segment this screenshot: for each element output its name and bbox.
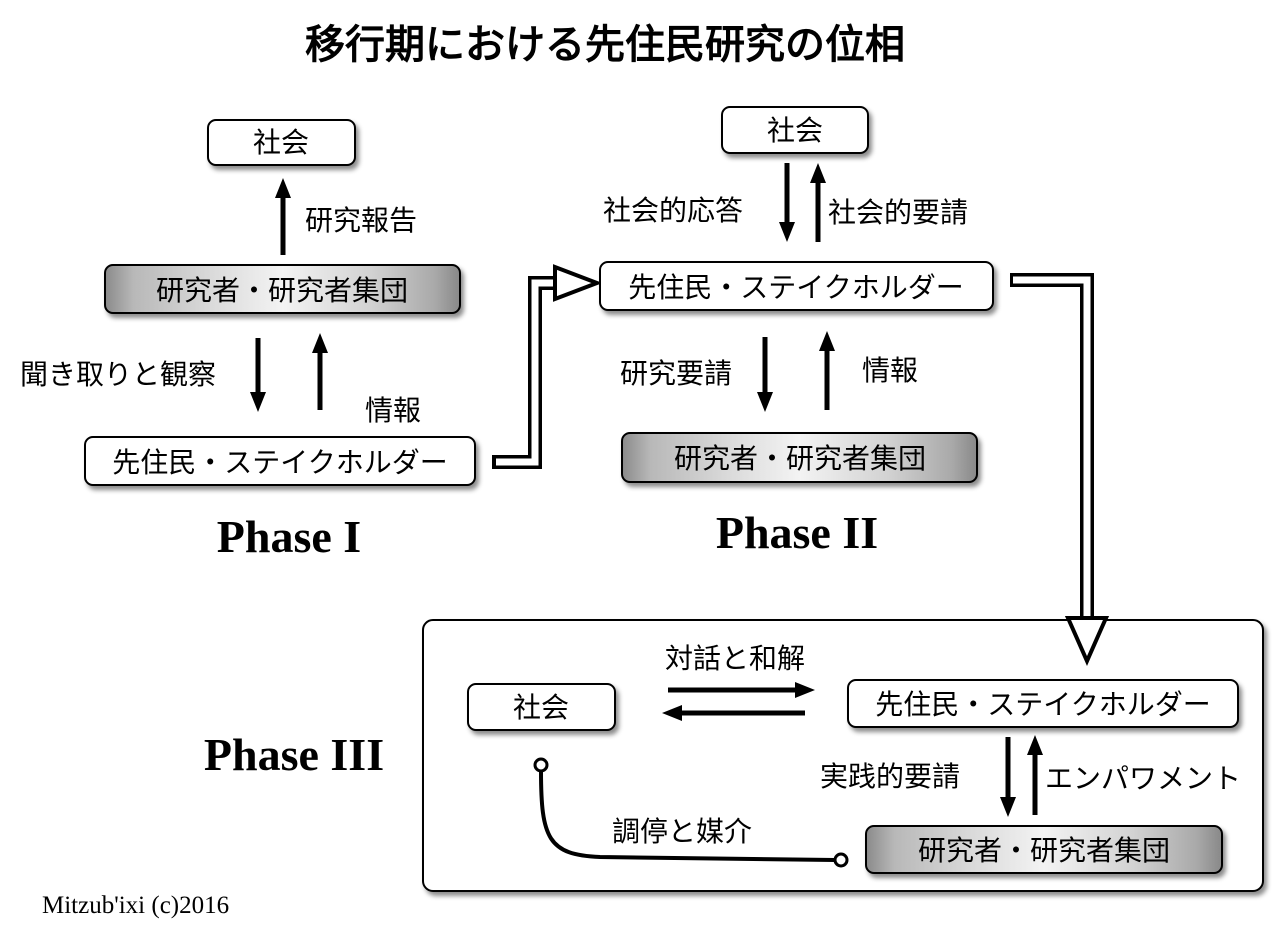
phase3-mediation-label: 調停と媒介 <box>612 815 752 848</box>
phase3-researchers-box <box>865 825 1223 874</box>
phase1-title: Phase I <box>217 511 361 562</box>
phase3-mediation-connector <box>539 770 836 862</box>
phase1-info-label: 情報 <box>365 394 421 427</box>
phase2-stakeholders-box <box>599 261 994 311</box>
phase1-society-label: 社会 <box>253 126 309 159</box>
transition-arrow-2-3 <box>1010 273 1110 666</box>
credit-text: Mitzub'ixi (c)2016 <box>42 892 229 919</box>
phase3-stakeholders-label: 先住民・ステイクホルダー <box>875 688 1210 721</box>
phase1-interview-label: 聞き取りと観察 <box>20 358 216 391</box>
phase1-stakeholders-label: 先住民・ステイクホルダー <box>112 446 447 479</box>
phase3-group: Phase III 社会 対話と和解 先住民・ステイクホルダー 実践的要請 エン… <box>204 642 1241 874</box>
phase3-practical-request-label: 実践的要請 <box>820 760 960 793</box>
phase3-society-box <box>467 683 616 731</box>
phase2-group: 社会 社会的応答 社会的要請 先住民・ステイクホルダー 研究要請 情報 研究者・… <box>599 106 994 558</box>
phase3-stakeholders-box <box>847 679 1239 728</box>
phase2-info-label: 情報 <box>862 354 918 387</box>
phase2-social-request-label: 社会的要請 <box>828 196 968 229</box>
phase3-mediation-endpoint-researchers <box>833 852 849 868</box>
phase3-dialogue-label: 対話と和解 <box>665 642 805 675</box>
phase2-researchers-label: 研究者・研究者集団 <box>674 442 926 475</box>
diagram-title: 移行期における先住民研究の位相 <box>305 21 905 68</box>
phase2-society-label: 社会 <box>767 114 823 147</box>
phase3-empowerment-label: エンパワメント <box>1045 762 1241 795</box>
phase1-researchers-label: 研究者・研究者集団 <box>156 274 408 307</box>
phase2-title: Phase II <box>716 507 878 558</box>
phase2-stakeholders-label: 先住民・ステイクホルダー <box>628 271 963 304</box>
phase2-society-box <box>721 106 869 154</box>
phase3-title: Phase III <box>204 729 384 780</box>
phase2-researchers-box <box>621 432 978 483</box>
phase3-society-label: 社会 <box>513 691 569 724</box>
phase1-society-box <box>207 119 356 166</box>
phase1-group: 社会 研究報告 研究者・研究者集団 聞き取りと観察 情報 先住民・ステイクホルダ… <box>20 119 476 562</box>
phase1-stakeholders-box <box>84 436 476 486</box>
phase3-mediation-endpoint-society <box>533 757 549 773</box>
phase1-report-label: 研究報告 <box>305 204 417 237</box>
phase3-researchers-label: 研究者・研究者集団 <box>918 834 1170 867</box>
phase2-social-response-label: 社会的応答 <box>603 194 743 227</box>
transition-arrow-1-2 <box>492 264 603 469</box>
phase1-researchers-box <box>104 264 461 314</box>
phase2-research-request-label: 研究要請 <box>620 357 732 390</box>
